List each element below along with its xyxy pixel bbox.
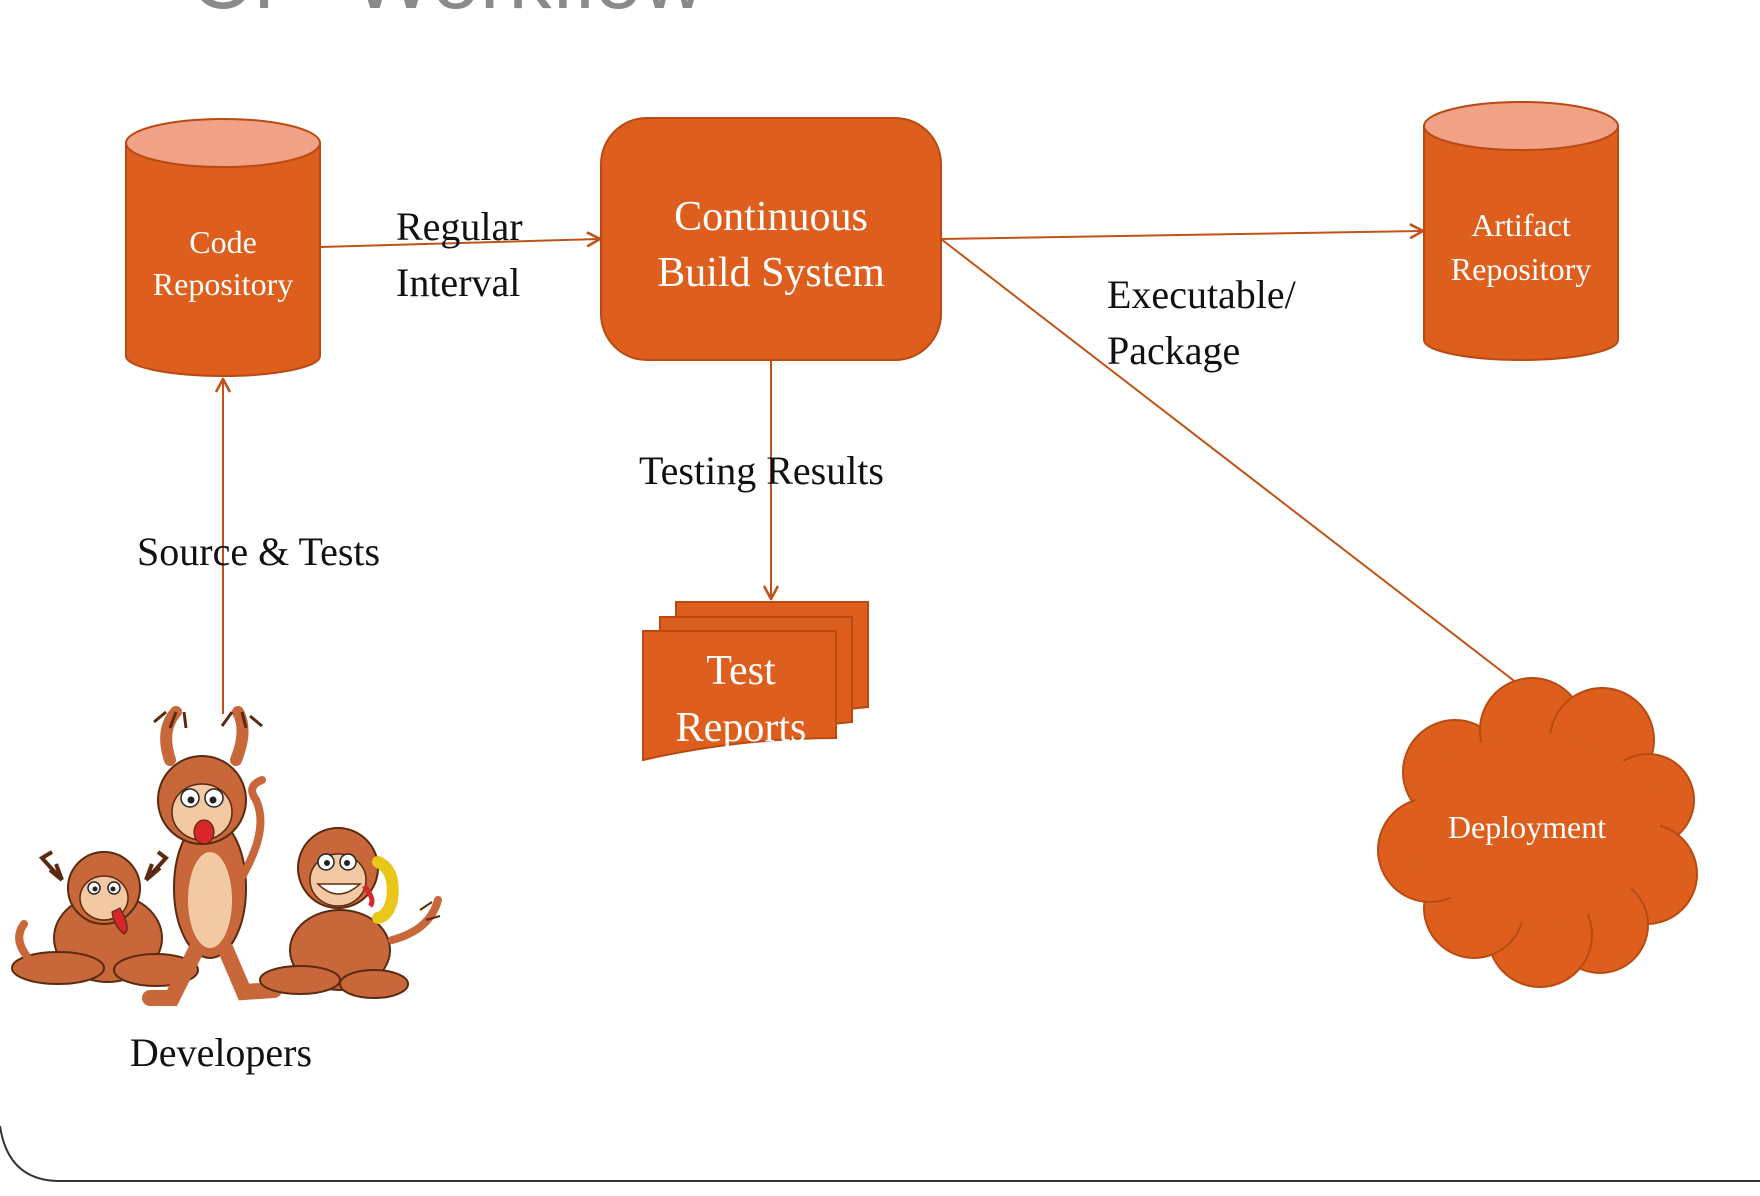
edge-label-source-tests: Source & Tests <box>137 529 380 574</box>
monkey-middle-icon <box>142 706 282 1006</box>
deployment-label: Deployment <box>1448 809 1606 845</box>
edge-label-interval: Interval <box>396 260 520 305</box>
three-monkeys-illustration <box>11 706 442 1006</box>
code-repository-label-line2: Repository <box>153 266 293 302</box>
monkey-left-icon <box>11 850 199 987</box>
edge-build-to-deployment <box>940 238 1535 697</box>
test-reports-node: Test Reports <box>642 601 869 762</box>
build-system-label-line1: Continuous <box>674 194 868 240</box>
test-reports-label-line2: Reports <box>676 705 807 751</box>
deployment-node: Deployment <box>1377 677 1698 988</box>
code-repository-node: Code Repository <box>125 118 321 377</box>
code-repository-label-line1: Code <box>189 224 257 260</box>
test-reports-label-line1: Test <box>706 648 776 694</box>
edge-label-executable: Executable/ <box>1107 272 1297 317</box>
artifact-repository-label-line2: Repository <box>1451 251 1591 287</box>
artifact-repository-label-line1: Artifact <box>1471 207 1571 243</box>
slide-title: CI - Workflow <box>190 0 705 27</box>
build-system-label-line2: Build System <box>657 250 885 296</box>
artifact-repository-node: Artifact Repository <box>1423 101 1619 361</box>
monkey-right-icon <box>259 827 442 999</box>
edge-label-testing-results: Testing Results <box>639 448 884 493</box>
slide-border <box>0 1125 1760 1182</box>
edge-label-regular: Regular <box>396 204 523 249</box>
edge-label-package: Package <box>1107 328 1240 373</box>
developers-label: Developers <box>130 1030 312 1075</box>
build-system-node: Continuous Build System <box>600 117 942 361</box>
edge-code-to-build <box>319 239 599 248</box>
edge-build-to-artifact <box>940 231 1422 240</box>
